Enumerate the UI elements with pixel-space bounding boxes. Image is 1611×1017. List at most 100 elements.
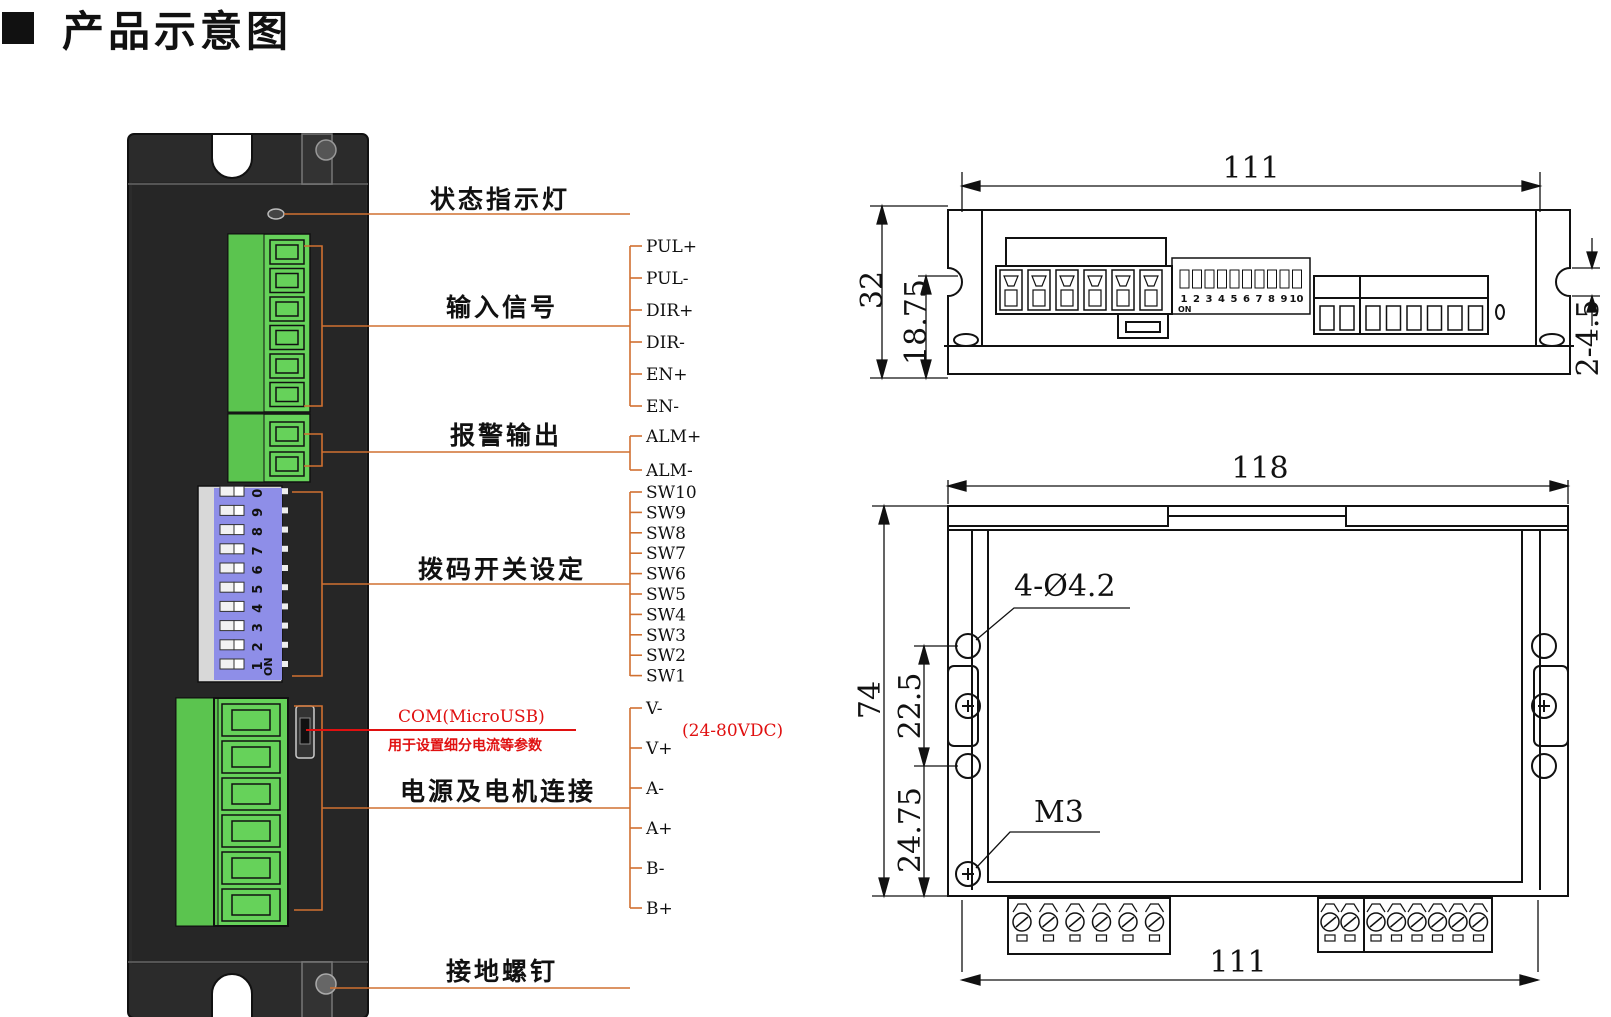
dip-switch-lever: 2 [219, 639, 266, 651]
alarm-terminal-block [227, 413, 311, 483]
label-com-port: COM(MicroUSB) [398, 707, 545, 727]
input-terminal-slot [269, 267, 305, 294]
label-screw-spec: M3 [1034, 795, 1084, 830]
dip-switch-lever: 8 [219, 524, 266, 536]
alarm_pins-label: ALM+ [645, 427, 701, 447]
label-ground-screw: 接地螺钉 [446, 957, 558, 986]
power-terminal-slot [221, 851, 281, 885]
dim-front-a: 22.5 [893, 673, 928, 740]
input_pins-label: DIR+ [646, 301, 693, 321]
top-dip-number: 6 [1243, 294, 1250, 305]
top-dip-on-label: ON [1178, 305, 1192, 314]
dip-number-label: 6 [251, 565, 266, 574]
dip-switch-block: 1 2 3 4 5 6 7 8 9 0ON [197, 485, 288, 683]
heading-square-icon [2, 12, 34, 44]
dip-switch-lever: 5 [219, 581, 266, 594]
power-terminal-slot [221, 703, 281, 737]
top-view-dimensions [870, 172, 1600, 381]
dip-on-label: ON [262, 657, 275, 676]
dip_pins-label: SW3 [646, 626, 686, 646]
heading: 产品示意图 [0, 0, 292, 56]
input-terminal-slot [269, 353, 305, 379]
front-view [947, 505, 1569, 955]
power_pins-label: V+ [645, 739, 673, 759]
power-terminal-slot [221, 740, 281, 774]
dim-top-slot: 2-4.5 [1571, 300, 1606, 377]
input-terminal-slot [269, 381, 305, 408]
heading-title: 产品示意图 [62, 6, 293, 56]
input_pins-label: PUL+ [646, 237, 697, 257]
dip-switch-lever: 1 [219, 658, 266, 671]
leader-lines [284, 213, 631, 989]
dip-switch-lever: 6 [219, 562, 266, 575]
top-dip-number: 7 [1256, 294, 1263, 305]
top-dip-number: 2 [1193, 294, 1200, 305]
dip_pins-label: SW1 [646, 667, 686, 687]
top-dip-number: 5 [1231, 294, 1238, 305]
dim-front-height: 74 [853, 681, 888, 719]
input_pins-label: EN- [646, 397, 679, 417]
input-terminal-slot [269, 296, 305, 322]
dip_pins-label: SW9 [646, 503, 686, 523]
power-terminal-block [175, 697, 289, 927]
dip-switch-lever: 7 [219, 543, 266, 555]
power-terminal-slot [221, 888, 281, 922]
input_pins-label: EN+ [646, 365, 688, 385]
dip-switch-lever: 3 [219, 620, 266, 632]
dip-switch-lever: 9 [219, 504, 266, 517]
input-terminal-slot [269, 324, 305, 351]
dim-top-height: 32 [855, 271, 890, 309]
top-dip-number: 4 [1218, 294, 1225, 305]
dip_pins-label: SW7 [646, 544, 686, 564]
input-terminal-block [227, 233, 311, 413]
dip-number-label: 3 [251, 623, 266, 632]
dim-top-inner-height: 18.75 [899, 279, 934, 365]
dip_pins-label: SW5 [646, 585, 686, 605]
input_pins-label: PUL- [646, 269, 689, 289]
dim-front-width-top: 118 [1231, 451, 1288, 486]
dip_pins-label: SW2 [646, 646, 686, 666]
label-hole-spec: 4-Ø4.2 [1014, 569, 1116, 604]
label-voltage: (24-80VDC) [682, 721, 783, 741]
dip-number-label: 8 [251, 527, 266, 536]
label-power-motor: 电源及电机连接 [400, 777, 596, 806]
label-alarm-output: 报警输出 [450, 421, 562, 450]
power_pins-label: B- [646, 859, 665, 879]
dip-number-label: 4 [251, 604, 266, 613]
label-dip-switch: 拨码开关设定 [418, 555, 586, 584]
input_pins-label: DIR- [646, 333, 685, 353]
top-dip-number: 1 [1181, 294, 1188, 305]
dip-number-label: 7 [251, 546, 266, 555]
top-dip-number: 8 [1268, 294, 1275, 305]
power_pins-label: B+ [646, 899, 673, 919]
label-status-led: 状态指示灯 [430, 185, 570, 214]
top-dip-number: 10 [1290, 294, 1304, 305]
power-terminal-slot [221, 814, 281, 848]
dip_pins-label: SW4 [646, 605, 686, 625]
dip-number-label: 1 [251, 661, 266, 670]
dip_pins-label: SW10 [646, 483, 697, 503]
top-dip-number: 9 [1281, 294, 1288, 305]
dip-number-label: 9 [251, 508, 266, 517]
input-terminal-slot [269, 239, 305, 265]
label-com-note: 用于设置细分电流等参数 [388, 737, 543, 754]
dip-switch-lever: 0 [219, 485, 266, 498]
power-terminal-slot [221, 777, 281, 811]
power_pins-label: A+ [645, 819, 673, 839]
status-led [267, 208, 285, 220]
dip-number-label: 0 [251, 489, 266, 498]
dip_pins-label: SW8 [646, 524, 686, 544]
power_pins-label: V- [645, 699, 662, 719]
alarm_pins-label: ALM- [645, 461, 693, 481]
power_pins-label: A- [645, 779, 664, 799]
label-input-signal: 输入信号 [446, 293, 558, 322]
dip-switch-lever: 4 [219, 600, 266, 613]
dip-number-label: 2 [251, 642, 266, 651]
front-view-dimensions [872, 480, 1571, 986]
dip_pins-label: SW6 [646, 565, 686, 585]
dim-front-width-bottom: 111 [1209, 945, 1266, 980]
top-dip-number: 3 [1206, 294, 1213, 305]
dip-number-label: 5 [251, 585, 266, 594]
